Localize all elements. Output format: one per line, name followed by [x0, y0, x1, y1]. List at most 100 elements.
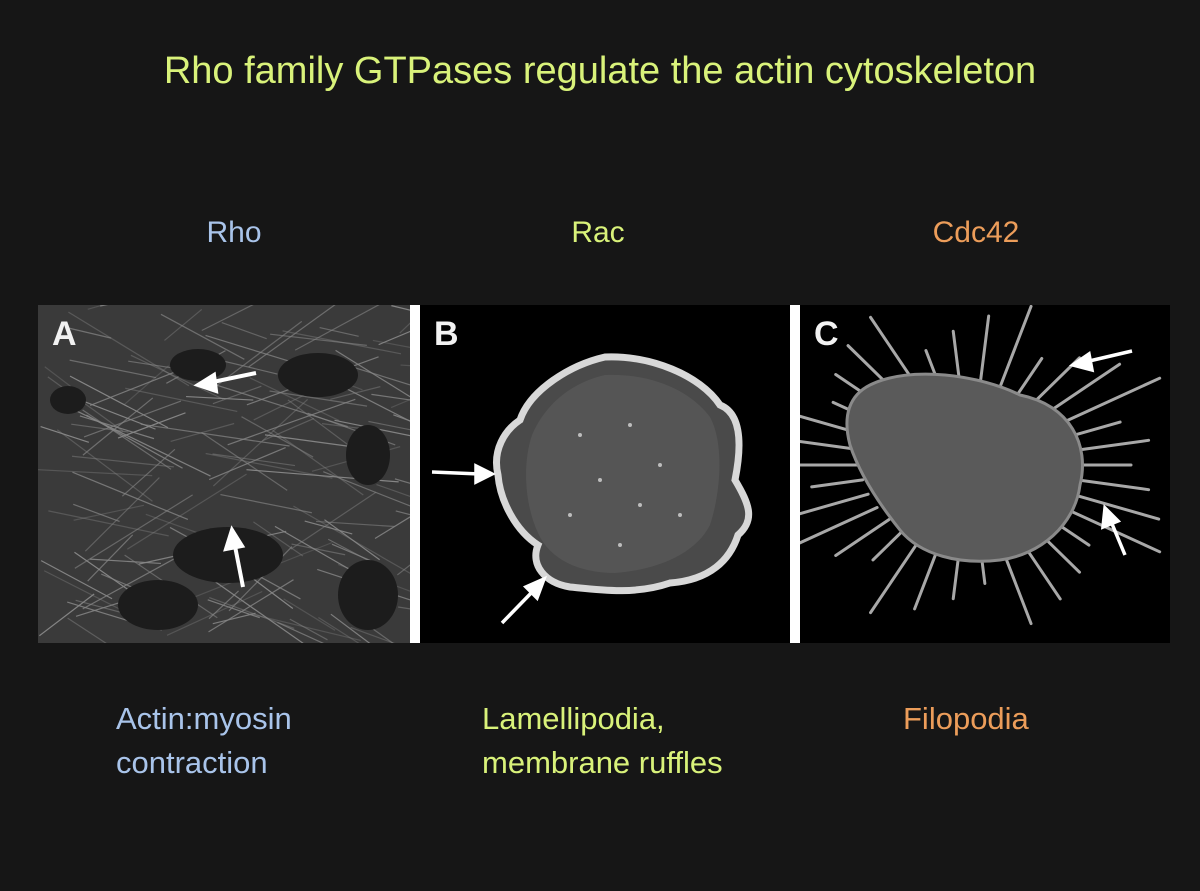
filopodium: [978, 314, 991, 387]
stress-fiber: [291, 543, 346, 556]
stress-fiber: [270, 333, 367, 346]
filopodium: [1070, 492, 1161, 521]
stress-fiber: [372, 339, 410, 348]
caption-rho: Actin:myosin contraction: [116, 697, 292, 785]
stress-fiber: [367, 624, 394, 643]
caption-rho-line2: contraction: [116, 745, 268, 780]
filopodium: [1070, 420, 1122, 438]
filopodia-cell-image: [800, 305, 1170, 643]
stress-fiber: [394, 478, 410, 484]
stress-fiber: [323, 471, 410, 507]
stress-fiber: [74, 494, 193, 569]
panel-divider: [790, 305, 800, 643]
stress-fiber: [208, 590, 239, 620]
stress-fiber: [89, 558, 161, 565]
stress-fiber: [289, 618, 328, 641]
stress-fiber: [82, 397, 154, 456]
stress-fiber: [318, 616, 360, 643]
stress-fiber: [186, 395, 254, 401]
stress-fiber: [220, 493, 312, 514]
stress-fiber: [68, 311, 190, 387]
stress-fiber: [269, 390, 368, 407]
stress-fiber: [327, 538, 375, 565]
stress-fiber: [319, 326, 359, 337]
stress-fiber: [170, 422, 235, 443]
stress-fiber: [73, 504, 144, 521]
stress-fiber: [40, 560, 113, 600]
stress-fiber: [368, 420, 410, 431]
stress-fiber: [330, 386, 381, 400]
stress-fiber: [378, 330, 410, 346]
stress-fiber: [201, 305, 254, 332]
stress-fiber: [164, 308, 203, 341]
caption-cdc42-line1: Filopodia: [903, 701, 1029, 736]
stress-fiber: [208, 382, 348, 428]
stress-fiber: [125, 387, 238, 413]
stress-fiber: [126, 473, 247, 550]
arrow-icon: [431, 463, 548, 625]
filopodium: [869, 535, 923, 615]
stress-fiber: [227, 398, 356, 446]
filopodium: [998, 305, 1033, 389]
filopodium: [1075, 438, 1151, 452]
micrograph-b-lamellipodia: B: [420, 305, 790, 643]
stress-fiber: [130, 354, 224, 400]
stress-fiber: [123, 365, 170, 406]
stress-fiber: [39, 593, 95, 637]
caption-rho-line1: Actin:myosin: [116, 701, 292, 736]
stress-fiber: [73, 503, 120, 523]
stress-fiber: [47, 376, 124, 432]
heading-cdc42: Cdc42: [932, 216, 1020, 249]
stress-fiber: [69, 375, 169, 429]
stress-fiber-image: [38, 305, 410, 643]
stress-fiber: [248, 305, 336, 368]
heading-rho: Rho: [206, 216, 262, 249]
stress-fiber: [201, 431, 288, 491]
stress-fiber: [264, 434, 350, 447]
stress-fiber: [67, 617, 107, 643]
stress-fiber: [212, 612, 256, 625]
stress-fiber: [83, 400, 182, 438]
stress-fiber: [282, 330, 402, 355]
stress-fiber: [277, 621, 325, 643]
stress-fiber: [315, 520, 395, 528]
filopodium: [800, 506, 879, 545]
filopodium: [810, 478, 865, 489]
stress-fiber: [212, 385, 262, 405]
slide-title: Rho family GTPases regulate the actin cy…: [163, 50, 1037, 92]
stress-fiber: [283, 598, 336, 631]
stress-fiber: [272, 429, 364, 496]
stress-fiber: [294, 305, 380, 351]
stress-fiber: [71, 423, 129, 433]
stress-fiber: [212, 453, 296, 467]
stress-fiber: [79, 415, 155, 440]
stress-fiber: [212, 399, 308, 487]
filopodium: [1061, 506, 1162, 554]
caption-rac: Lamellipodia, membrane ruffles: [482, 697, 723, 785]
arrow-icon: [1068, 349, 1133, 556]
stress-fiber: [324, 519, 381, 561]
arrow-icon: [193, 371, 257, 588]
heading-rac: Rac: [571, 216, 625, 249]
filopodium: [834, 517, 891, 557]
stress-fiber: [69, 359, 157, 379]
filopodium: [800, 439, 865, 452]
lamellipodia-cell-image: [420, 305, 790, 643]
stress-fiber: [293, 505, 410, 574]
stress-fiber: [335, 349, 410, 398]
micrograph-c-filopodia: C: [800, 305, 1170, 643]
stress-fiber: [215, 581, 304, 643]
stress-fiber: [84, 477, 160, 552]
stress-fiber: [262, 417, 315, 442]
stress-fiber: [208, 447, 286, 481]
stress-fiber: [205, 452, 333, 479]
stress-fiber: [290, 491, 377, 550]
stress-fiber: [68, 327, 112, 339]
stress-fiber: [221, 322, 267, 340]
stress-fiber: [253, 521, 304, 557]
stress-fiber: [371, 393, 410, 401]
stress-fiber: [374, 516, 410, 540]
caption-rac-line1: Lamellipodia,: [482, 701, 665, 736]
stress-fiber: [249, 377, 340, 422]
